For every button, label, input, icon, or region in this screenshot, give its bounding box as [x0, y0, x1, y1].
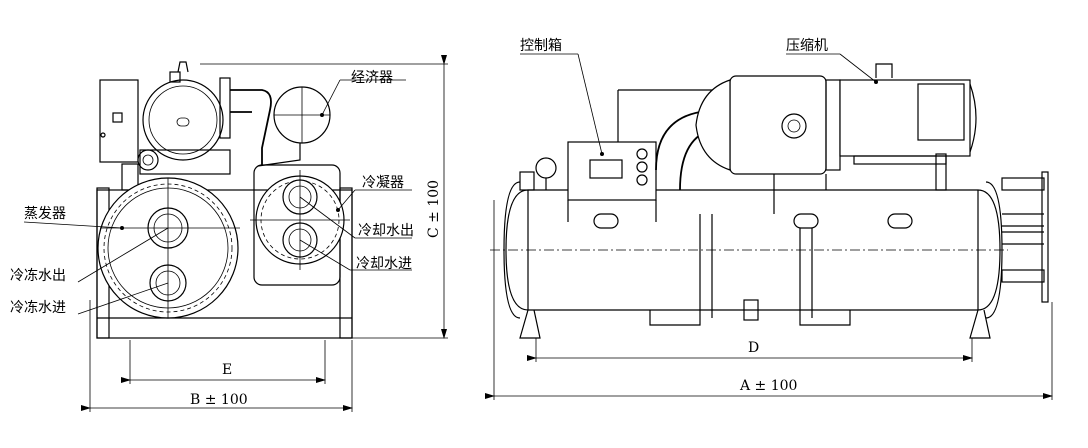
label-condenser: 冷凝器	[362, 175, 404, 191]
side-view	[490, 63, 1049, 339]
label-cooling-water-in: 冷却水进	[356, 256, 412, 272]
side-view-dimensions	[485, 200, 1053, 400]
label-chilled-water-in: 冷冻水进	[10, 299, 66, 316]
dim-a: A ± 100	[739, 378, 797, 394]
compressor-motor	[729, 75, 827, 175]
label-compressor: 压缩机	[786, 38, 828, 54]
label-cooling-water-out: 冷却水出	[358, 223, 414, 239]
dim-b: B ± 100	[190, 392, 248, 408]
end-view-dimensions	[81, 55, 448, 412]
dim-e: E	[222, 362, 232, 378]
leader-lines	[23, 53, 877, 315]
labels: 经济器 蒸发器 冷凝器 冷冻水出 冷冻水进 冷却水出 冷却水进 控制箱 压缩机 …	[10, 38, 828, 408]
dim-d: D	[748, 340, 759, 356]
label-economizer: 经济器	[351, 70, 393, 86]
label-control-box: 控制箱	[520, 38, 562, 54]
label-evaporator: 蒸发器	[24, 206, 66, 222]
end-view	[96, 61, 353, 339]
control-panel	[99, 79, 139, 163]
dim-c: C ± 100	[426, 180, 442, 238]
compressor-housing	[839, 79, 971, 157]
control-display	[589, 159, 623, 179]
label-chilled-water-out: 冷冻水出	[10, 267, 66, 284]
control-box	[567, 141, 657, 201]
economizer-vessel	[142, 79, 224, 161]
